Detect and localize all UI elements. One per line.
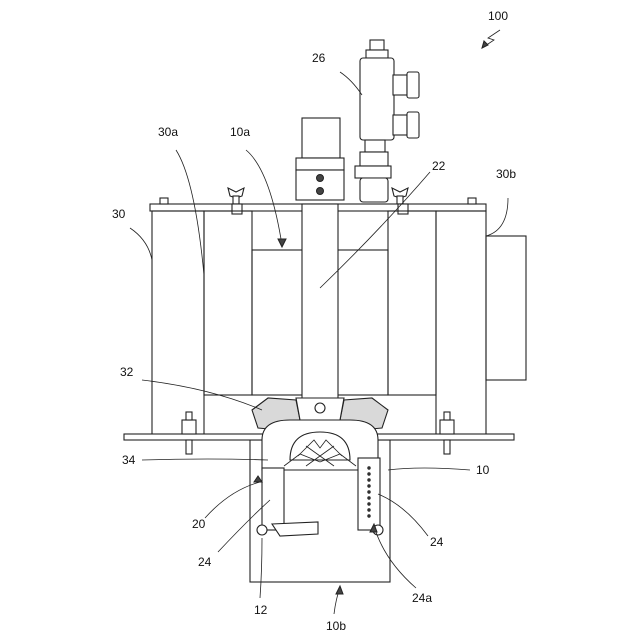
label-24-right: 24: [430, 535, 444, 549]
label-24a: 24a: [412, 591, 432, 605]
guide-bracket-left: [257, 468, 318, 536]
label-30a: 30a: [158, 125, 178, 139]
label-10: 10: [476, 463, 490, 477]
label-10a: 10a: [230, 125, 250, 139]
guide-bracket-right: [358, 458, 383, 535]
label-30: 30: [112, 207, 126, 221]
label-30b: 30b: [496, 167, 516, 181]
label-34: 34: [122, 453, 136, 467]
label-100: 100: [488, 9, 508, 23]
valve-assembly: [360, 40, 419, 166]
label-26: 26: [312, 51, 326, 65]
label-24-left: 24: [198, 555, 212, 569]
label-10b: 10b: [326, 619, 346, 633]
label-22: 22: [432, 159, 446, 173]
label-32: 32: [120, 365, 134, 379]
perforation-holes: [368, 467, 370, 517]
label-12: 12: [254, 603, 268, 617]
central-shaft: [302, 204, 338, 404]
label-20: 20: [192, 517, 206, 531]
